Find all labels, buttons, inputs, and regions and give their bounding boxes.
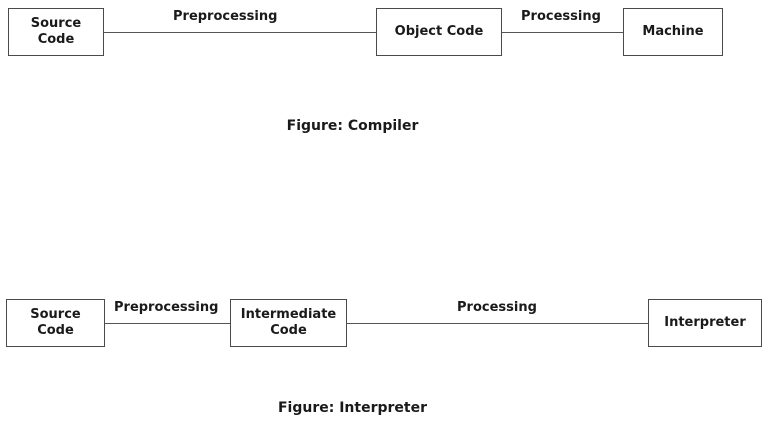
node-source-code-interpreter: Source Code xyxy=(6,299,105,347)
edge-label-processing-interpreter: Processing xyxy=(455,300,539,315)
caption-compiler: Figure: Compiler xyxy=(286,118,419,134)
node-intermediate-code: Intermediate Code xyxy=(230,299,347,347)
node-interpreter: Interpreter xyxy=(648,299,762,347)
edge-source-code-to-intermediate-code xyxy=(105,323,230,324)
edge-label-processing-compiler: Processing xyxy=(519,9,603,24)
edge-label-preprocessing-compiler: Preprocessing xyxy=(171,9,280,24)
node-object-code: Object Code xyxy=(376,8,502,56)
edge-object-code-to-machine xyxy=(502,32,623,33)
edge-source-code-to-object-code xyxy=(104,32,376,33)
edge-label-preprocessing-interpreter: Preprocessing xyxy=(112,300,221,315)
edge-intermediate-code-to-interpreter xyxy=(347,323,648,324)
node-source-code-compiler: Source Code xyxy=(8,8,104,56)
caption-interpreter: Figure: Interpreter xyxy=(277,400,427,416)
node-machine: Machine xyxy=(623,8,723,56)
